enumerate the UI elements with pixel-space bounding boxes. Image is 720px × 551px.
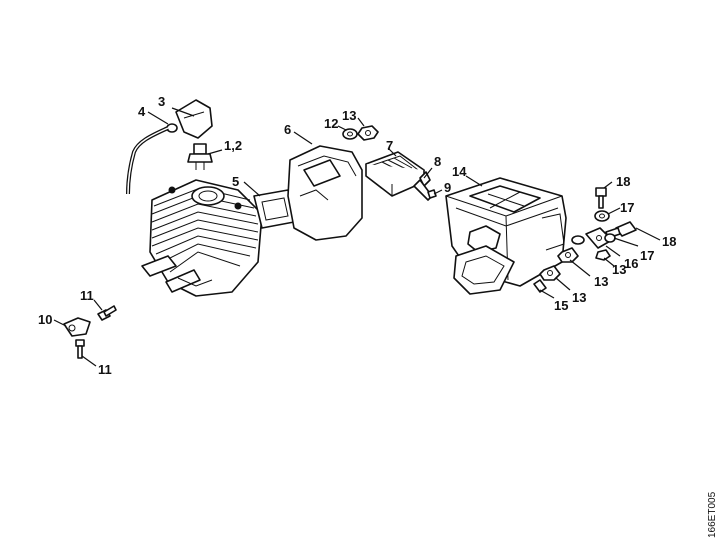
screw-9 (427, 189, 437, 199)
callout-14: 14 (452, 164, 467, 179)
bolt-18-top (595, 187, 607, 209)
drawing-code: 166ET005 (707, 491, 718, 538)
callout-6: 6 (284, 122, 291, 137)
spark-plug-boot (166, 99, 213, 139)
callout-10: 10 (38, 312, 52, 327)
spark-arrestor-screen-7 (365, 151, 425, 197)
nut-13-top (357, 125, 379, 141)
washer-12 (342, 128, 358, 140)
callout-9: 9 (444, 180, 451, 195)
callout-1-2: 1,2 (224, 138, 242, 153)
callout-7: 7 (386, 138, 393, 153)
callout-8: 8 (434, 154, 441, 169)
clip-15 (533, 279, 547, 293)
exhaust-flange-6 (287, 145, 363, 241)
callout-13-top: 13 (342, 108, 356, 123)
ignition-lead (126, 126, 169, 195)
screw-11-bottom (75, 339, 85, 359)
leader-lines (53, 107, 661, 367)
callout-16: 16 (624, 256, 638, 271)
callout-18-right: 18 (662, 234, 676, 249)
nut-13-right (595, 249, 611, 261)
callout-12: 12 (324, 116, 338, 131)
washer-17-top (594, 210, 610, 222)
washer-13-bracket (571, 235, 585, 245)
nut-13-lower (539, 265, 561, 281)
callout-13-lower: 13 (572, 290, 586, 305)
callout-3: 3 (158, 94, 165, 109)
screw-11-top (97, 305, 117, 321)
callout-labels: 3 4 1,2 5 6 13 12 7 8 9 14 18 17 18 17 1… (38, 94, 676, 377)
callout-18-top: 18 (616, 174, 630, 189)
callout-15: 15 (554, 298, 568, 313)
callout-13-muffler: 13 (594, 274, 608, 289)
spark-plug (187, 143, 213, 170)
callout-17-top: 17 (620, 200, 634, 215)
cylinder (141, 179, 263, 297)
callout-11-top: 11 (80, 288, 94, 303)
callout-4: 4 (138, 104, 146, 119)
muffler-14 (445, 177, 567, 295)
callout-11-bottom: 11 (98, 362, 112, 377)
callout-5: 5 (232, 174, 239, 189)
gasket-5 (253, 189, 295, 229)
callout-13-right: 13 (612, 262, 626, 277)
washer-17-right (604, 233, 616, 243)
callout-17-right: 17 (640, 248, 654, 263)
bracket-10 (63, 317, 91, 337)
